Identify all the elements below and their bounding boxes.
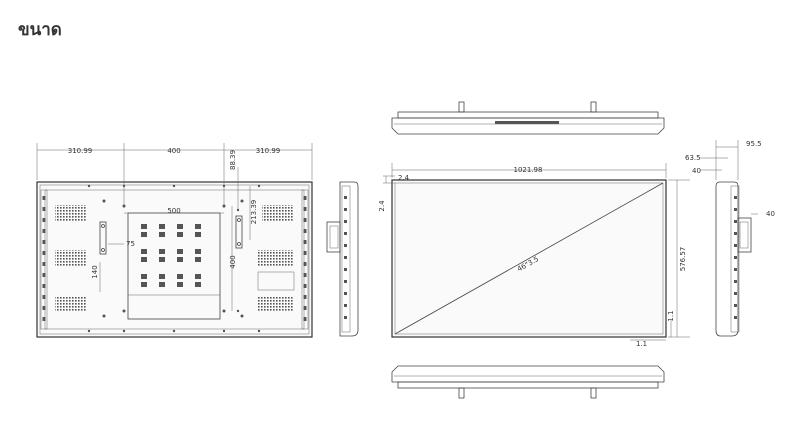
rear-dimensions <box>36 143 313 311</box>
dim-front-height: 576.57 <box>679 247 687 272</box>
dim-side-depth: 95.5 <box>746 140 762 148</box>
page-heading: ขนาด <box>18 20 62 40</box>
dim-bracket-depth: 40 <box>766 210 775 218</box>
dim-bezel-right: 1.1 <box>667 310 675 321</box>
right-side-view <box>700 140 758 337</box>
dim-right-span: 310.99 <box>256 147 281 155</box>
dim-side-small: 40 <box>692 167 701 175</box>
dim-bracket-height: 140 <box>91 265 99 278</box>
dim-inner-width: 500 <box>167 207 180 215</box>
dim-bezel-bottom: 1.1 <box>636 340 647 348</box>
left-side-view <box>326 181 359 337</box>
rear-screw-holes <box>87 184 261 333</box>
front-view <box>383 163 690 341</box>
rear-mount-plate <box>127 212 221 320</box>
top-view <box>391 101 665 135</box>
dim-inner-offset: 213.39 <box>250 200 258 225</box>
dim-bracket-width: 75 <box>126 240 135 248</box>
rear-view: 310.99 400 310.99 500 88.39 213.39 400 7… <box>36 143 313 338</box>
rear-handle-brackets <box>99 215 243 255</box>
dim-hole-spacing: 400 <box>229 255 237 268</box>
dim-left-span: 310.99 <box>68 147 93 155</box>
rear-side-rails <box>40 189 309 330</box>
dim-bezel-top: 2.4 <box>378 200 386 212</box>
rear-vent-grilles <box>55 205 295 312</box>
dim-bezel-left: 2.4 <box>398 174 410 182</box>
dim-top-offset: 88.39 <box>229 150 237 170</box>
dim-side-mid: 63.5 <box>685 154 701 162</box>
diagonal-line <box>394 182 664 335</box>
bottom-view <box>391 365 665 399</box>
dim-front-width: 1021.98 <box>514 166 543 174</box>
dim-mid-span: 400 <box>167 147 180 155</box>
